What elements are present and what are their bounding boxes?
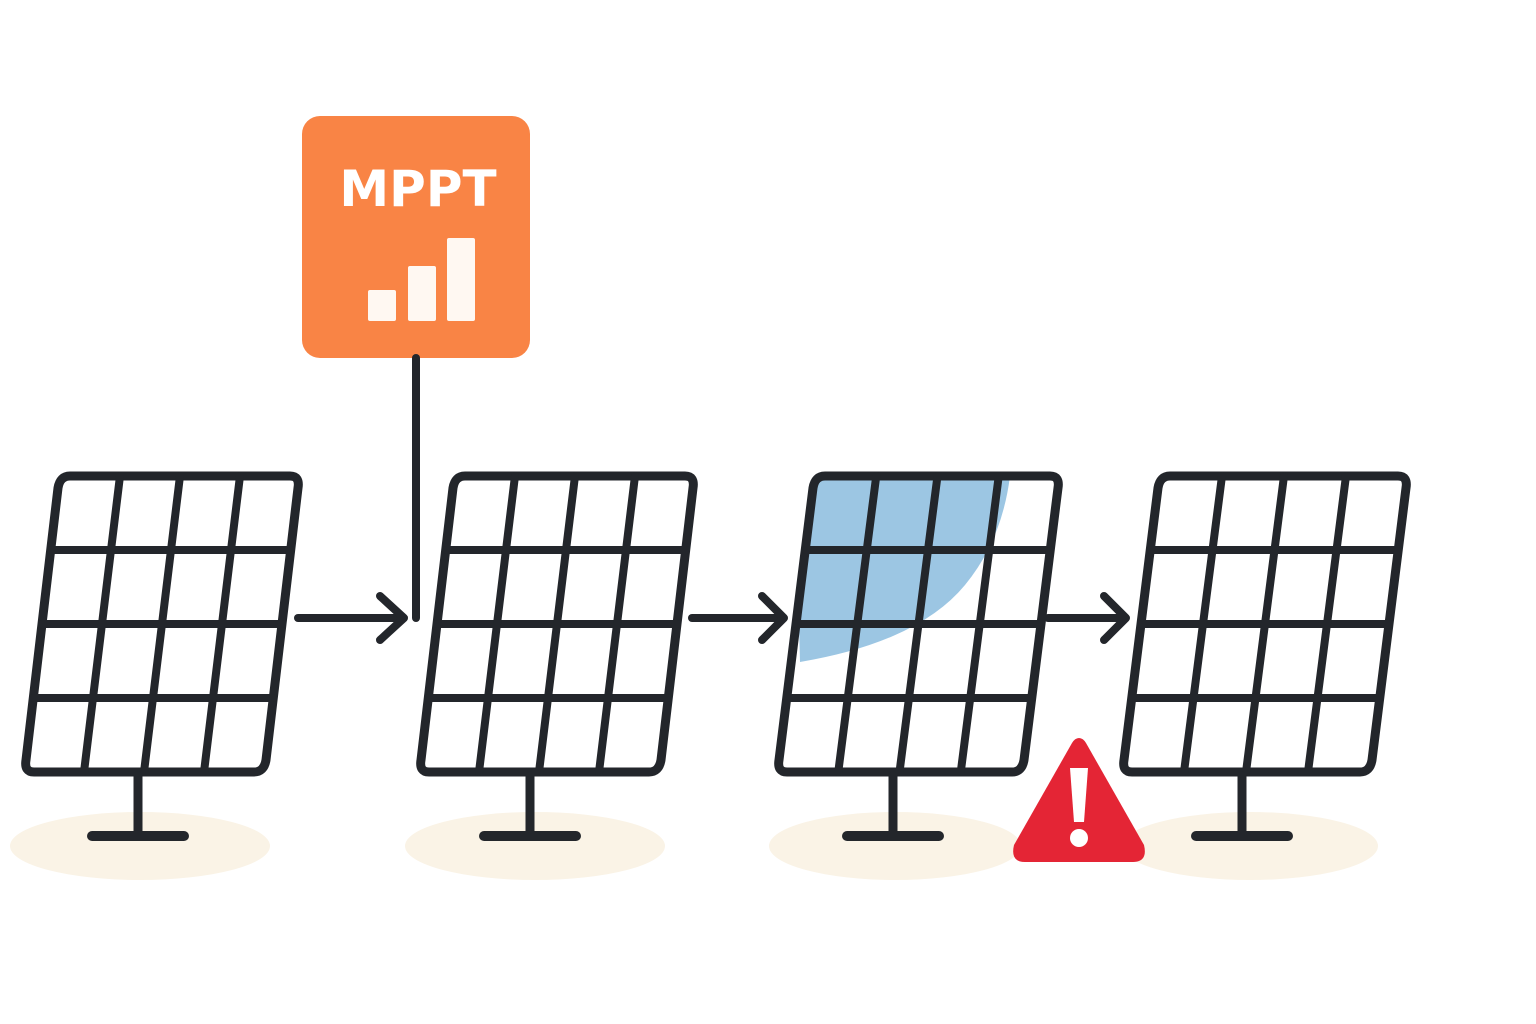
panel-grid-col [834,472,881,776]
panel-grid-col [1180,472,1226,776]
panel-grid-col [1304,472,1350,776]
arrow-1-to-2 [294,592,408,644]
panel-grid-col [200,472,244,776]
panel-2 [416,471,698,841]
panel-grid-col [535,472,579,776]
panel-grid-col [140,472,184,776]
mppt-box [302,116,530,358]
mppt-controller: MPPT [302,116,530,622]
panel-frame [416,471,698,777]
panel-3-shade [795,476,1010,662]
panel-grid-col [80,472,124,776]
panel-grid-col [595,472,639,776]
ground-shadows [10,812,1378,880]
arrow-3-to-4 [1044,592,1130,644]
panel-1 [21,471,303,841]
solar-panels [21,471,1411,841]
panel-3 [774,471,1063,841]
ground-shadow-4 [1122,812,1378,880]
ground-shadow-3 [769,812,1021,880]
panel-4 [1119,471,1411,841]
warning-triangle-icon [1013,738,1145,862]
panel-grid-col [956,472,1003,776]
panel-grid-col [475,472,519,776]
panel-frame [774,471,1063,777]
ground-shadow-2 [405,812,665,880]
panel-grid-col [1242,472,1288,776]
panel-frame [1119,471,1411,777]
panel-grid-col [895,472,942,776]
signal-bars-icon [368,238,475,321]
arrow-2-to-3 [688,592,788,644]
ground-shadow-1 [10,812,270,880]
panel-frame [21,471,303,777]
mppt-label: MPPT [339,160,496,218]
flow-arrows [294,592,1130,644]
